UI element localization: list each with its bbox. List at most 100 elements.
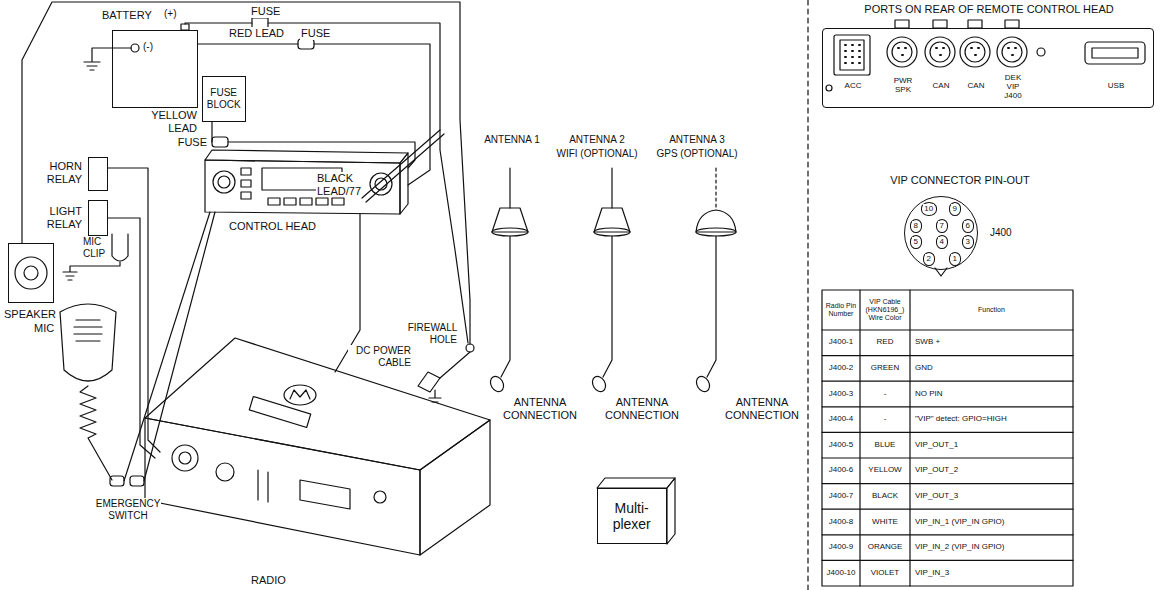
antennas <box>594 228 630 236</box>
emergency-switch <box>130 476 144 486</box>
table-cell: VIP_IN_2 (VIP_IN GPIO) <box>914 543 1069 552</box>
port-drawings <box>840 40 864 70</box>
control-head <box>241 168 251 175</box>
part-label: EMERGENCY SWITCH <box>95 498 161 521</box>
power-wires <box>362 130 444 202</box>
table-cell: J400-2 <box>824 364 858 373</box>
part-label: CONTROL HEAD <box>228 220 317 233</box>
part-label: ANTENNA 3 <box>668 134 726 146</box>
multiplexer-box <box>597 478 675 544</box>
part-label: GPS (OPTIONAL) <box>655 148 738 160</box>
table-cell: VIOLET <box>862 569 908 578</box>
antennas <box>696 228 736 236</box>
table-cell: VIP_OUT_3 <box>914 492 1069 501</box>
table-cell: J400-5 <box>824 441 858 450</box>
pinout-table-grid <box>860 290 910 586</box>
table-header: Function <box>912 306 1071 314</box>
port-drawings <box>887 37 917 67</box>
port-drawings <box>933 20 947 28</box>
mic-clip <box>112 234 128 261</box>
part-label: ANTENNA CONNECTION <box>724 396 800 421</box>
power-wires <box>198 43 298 44</box>
control-head <box>400 153 408 214</box>
table-cell: J400-6 <box>824 466 858 475</box>
multiplexer-box <box>667 478 675 544</box>
control-head <box>370 173 392 195</box>
firewall-and-power-plug <box>429 390 441 402</box>
panel-heading: PORTS ON REAR OF REMOTE CONTROL HEAD <box>863 3 1114 16</box>
port-drawings <box>997 37 1027 67</box>
pinout-table-grid <box>822 290 1073 586</box>
pin-circle: 8 <box>910 219 922 232</box>
control-head <box>284 198 296 205</box>
vip-connector: J40010987654321 <box>904 196 978 270</box>
part-label: (+) <box>163 8 178 20</box>
antennas <box>611 168 612 208</box>
port-drawings <box>968 20 982 28</box>
power-wires <box>185 23 252 24</box>
port-label: CAN <box>967 81 986 90</box>
antennas <box>501 236 510 377</box>
port-drawings <box>895 20 909 28</box>
microphone <box>74 320 102 341</box>
table-cell: WHITE <box>862 518 908 527</box>
radio-body <box>179 452 191 464</box>
node-label: Multi- plexer <box>612 500 652 532</box>
radio-body <box>284 385 316 405</box>
antennas <box>488 374 506 394</box>
relay-wires <box>108 218 155 458</box>
radio-body <box>420 420 490 555</box>
pin-circle: 6 <box>962 219 974 232</box>
table-cell: VIP_OUT_1 <box>914 441 1069 450</box>
table-cell: J400-3 <box>824 390 858 399</box>
radio-body <box>216 463 234 481</box>
firewall-and-power-plug <box>440 352 470 378</box>
pin-number: 1 <box>951 254 957 263</box>
divider-line <box>807 0 808 590</box>
pin-number: 6 <box>964 221 970 230</box>
control-head <box>241 192 251 199</box>
pin-number: 5 <box>912 237 918 246</box>
port-label: ACC <box>844 81 863 90</box>
relay-wires <box>108 168 160 452</box>
pin-circle: 7 <box>936 219 948 232</box>
table-cell: - <box>862 390 908 399</box>
antennas <box>590 374 608 394</box>
part-label: WIFI (OPTIONAL) <box>555 148 638 160</box>
radio-body <box>374 491 386 503</box>
relay-box: HORN RELAY <box>88 157 108 191</box>
node-label: HORN RELAY <box>46 160 83 185</box>
port-drawings <box>898 48 1016 55</box>
control-head <box>241 180 251 187</box>
radio-body <box>290 390 310 399</box>
pin-number: 10 <box>923 204 934 213</box>
firewall-and-power-plug <box>466 344 474 352</box>
table-cell: VIP_IN_3 <box>914 569 1069 578</box>
port-drawings <box>1085 42 1145 64</box>
pin-number: 8 <box>912 221 918 230</box>
port-panel: PORTS ON REAR OF REMOTE CONTROL HEADACCP… <box>822 28 1154 108</box>
part-label: FUSE <box>250 5 281 18</box>
table-cell: GND <box>914 364 1069 373</box>
pinout-table-grid <box>822 330 1073 560</box>
multiplexer-box <box>597 478 675 488</box>
antennas <box>509 168 510 208</box>
part-label: YELLOW LEAD <box>150 109 198 134</box>
antennas <box>694 374 712 394</box>
port-drawings <box>960 37 990 67</box>
part-label: ANTENNA 2 <box>568 134 626 146</box>
port-drawings <box>826 85 832 91</box>
connector-label: J400 <box>989 227 1013 239</box>
microphone <box>60 304 116 381</box>
control-head <box>332 198 344 205</box>
table-cell: J400-9 <box>824 543 858 552</box>
part-label: MIC CLIP <box>82 236 106 259</box>
control-head <box>218 176 230 188</box>
antennas <box>492 228 528 236</box>
emergency-switch <box>124 212 215 481</box>
power-wires <box>22 2 470 344</box>
power-wires <box>22 2 470 344</box>
antennas <box>707 236 716 377</box>
node-label: BATTERY <box>101 9 153 22</box>
part-label: ANTENNA CONNECTION <box>604 396 680 421</box>
